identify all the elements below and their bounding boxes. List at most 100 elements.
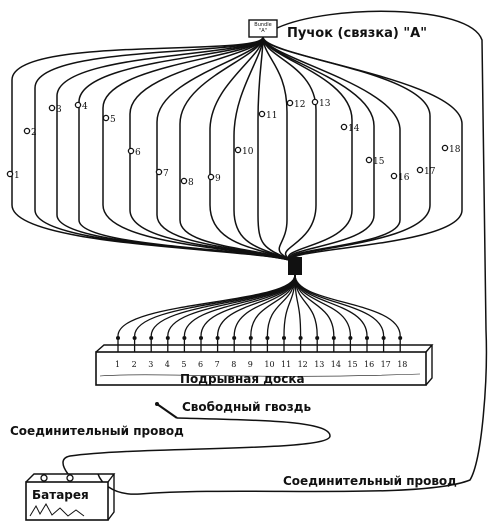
board-nail-head-11 — [282, 336, 286, 340]
board-number-18: 18 — [397, 360, 407, 369]
board-nail-head-17 — [381, 336, 386, 340]
board-nail-head-6 — [199, 336, 203, 340]
charge-number-6: 6 — [135, 148, 141, 158]
charge-number-5: 5 — [110, 115, 116, 125]
bundle-box-line2: "A" — [258, 28, 268, 34]
charge-cap-13 — [311, 98, 319, 106]
charge-number-7: 7 — [163, 169, 169, 179]
free-nail-shaft — [156, 403, 178, 419]
charge-number-10: 10 — [242, 147, 254, 157]
charge-number-3: 3 — [56, 105, 62, 115]
battery-top — [25, 473, 116, 483]
charge-cap-17 — [416, 166, 424, 174]
charge-number-9: 9 — [215, 174, 221, 184]
board-number-14: 14 — [331, 360, 341, 369]
board-wire-18 — [294, 274, 401, 337]
charge-wire-17 — [262, 36, 431, 263]
battery-terminal-left — [40, 474, 48, 482]
battery-terminal-right — [66, 474, 74, 482]
board-number-8: 8 — [231, 360, 236, 369]
board-nail-head-10 — [265, 336, 270, 340]
board-wire-6 — [200, 274, 296, 337]
battery-side — [107, 474, 115, 521]
charge-wire-18 — [262, 36, 463, 263]
charge-number-8: 8 — [188, 178, 194, 188]
charge-cap-4 — [74, 101, 82, 109]
charge-cap-15 — [365, 156, 373, 164]
charge-cap-3 — [48, 104, 56, 112]
charge-cap-5 — [102, 114, 110, 122]
board-number-15: 15 — [347, 360, 357, 369]
charge-cap-6 — [127, 147, 135, 155]
charge-number-13: 13 — [319, 99, 331, 109]
board-number-13: 13 — [314, 360, 324, 369]
lead-wire-label-left: Соединительный провод — [10, 424, 184, 438]
charge-number-18: 18 — [449, 145, 461, 155]
lead-wire-right — [97, 10, 488, 495]
board-number-12: 12 — [298, 360, 308, 369]
charge-wire-6 — [129, 36, 296, 263]
board-nail-head-18 — [398, 336, 403, 340]
charge-cap-1 — [6, 170, 14, 178]
board-wires — [117, 274, 401, 337]
lead-wire-left — [62, 417, 331, 475]
charge-number-4: 4 — [82, 102, 88, 112]
charge-wire-8 — [179, 36, 296, 263]
board-nail-head-2 — [132, 336, 137, 340]
board-wire-4 — [167, 274, 296, 337]
charge-wire-7 — [156, 36, 296, 263]
charge-cap-11 — [258, 110, 266, 118]
board-number-11: 11 — [281, 360, 291, 369]
board-number-3: 3 — [148, 360, 153, 369]
firing-board-top — [95, 344, 434, 353]
firing-board — [95, 336, 434, 386]
charge-wire-16 — [262, 36, 401, 263]
board-wire-15 — [294, 274, 352, 337]
board-nail-head-4 — [165, 336, 170, 340]
firing-board-label: Подрывная доска — [180, 372, 305, 386]
bundle-title: Пучок (связка) "А" — [287, 26, 428, 41]
board-wire-7 — [216, 274, 296, 337]
board-number-2: 2 — [132, 360, 137, 369]
charge-number-15: 15 — [373, 157, 385, 167]
board-number-16: 16 — [364, 360, 374, 369]
board-number-10: 10 — [264, 360, 274, 369]
free-nail-head — [155, 402, 159, 406]
lead-wires-and-battery — [25, 10, 488, 521]
charge-wire-13 — [262, 36, 317, 263]
board-number-5: 5 — [181, 360, 186, 369]
charge-cap-14 — [340, 123, 348, 131]
charge-number-12: 12 — [294, 100, 305, 110]
charge-number-11: 11 — [266, 111, 277, 121]
board-number-9: 9 — [248, 360, 253, 369]
board-number-1: 1 — [115, 360, 120, 369]
charge-number-16: 16 — [398, 173, 410, 183]
bundle-box-label: Bundle "A" — [250, 22, 276, 34]
board-nail-head-3 — [149, 336, 154, 340]
board-nail-head-12 — [298, 336, 303, 340]
board-number-7: 7 — [215, 360, 220, 369]
charge-cap-18 — [441, 144, 449, 152]
bundle-box-line1: Bundle — [254, 22, 272, 28]
board-nail-head-9 — [248, 336, 253, 340]
board-nail-head-7 — [215, 336, 220, 340]
charge-cap-16 — [390, 172, 398, 180]
board-number-4: 4 — [165, 360, 170, 369]
charge-cap-10 — [234, 146, 242, 154]
charge-wire-11 — [257, 36, 296, 263]
board-nail-head-1 — [116, 336, 120, 340]
board-wire-8 — [233, 274, 296, 337]
battery-shading — [29, 502, 85, 517]
lead-wire-label-right: Соединительный провод — [283, 474, 457, 488]
board-nail-head-8 — [232, 336, 237, 340]
charge-cap-9 — [207, 173, 215, 181]
charge-number-2: 2 — [31, 128, 37, 138]
board-nail-head-15 — [348, 336, 353, 340]
bundle-box — [248, 19, 278, 38]
board-nail-head-5 — [182, 336, 187, 340]
charge-wire-14 — [262, 36, 353, 263]
free-nail-label: Свободный гвоздь — [182, 400, 312, 414]
